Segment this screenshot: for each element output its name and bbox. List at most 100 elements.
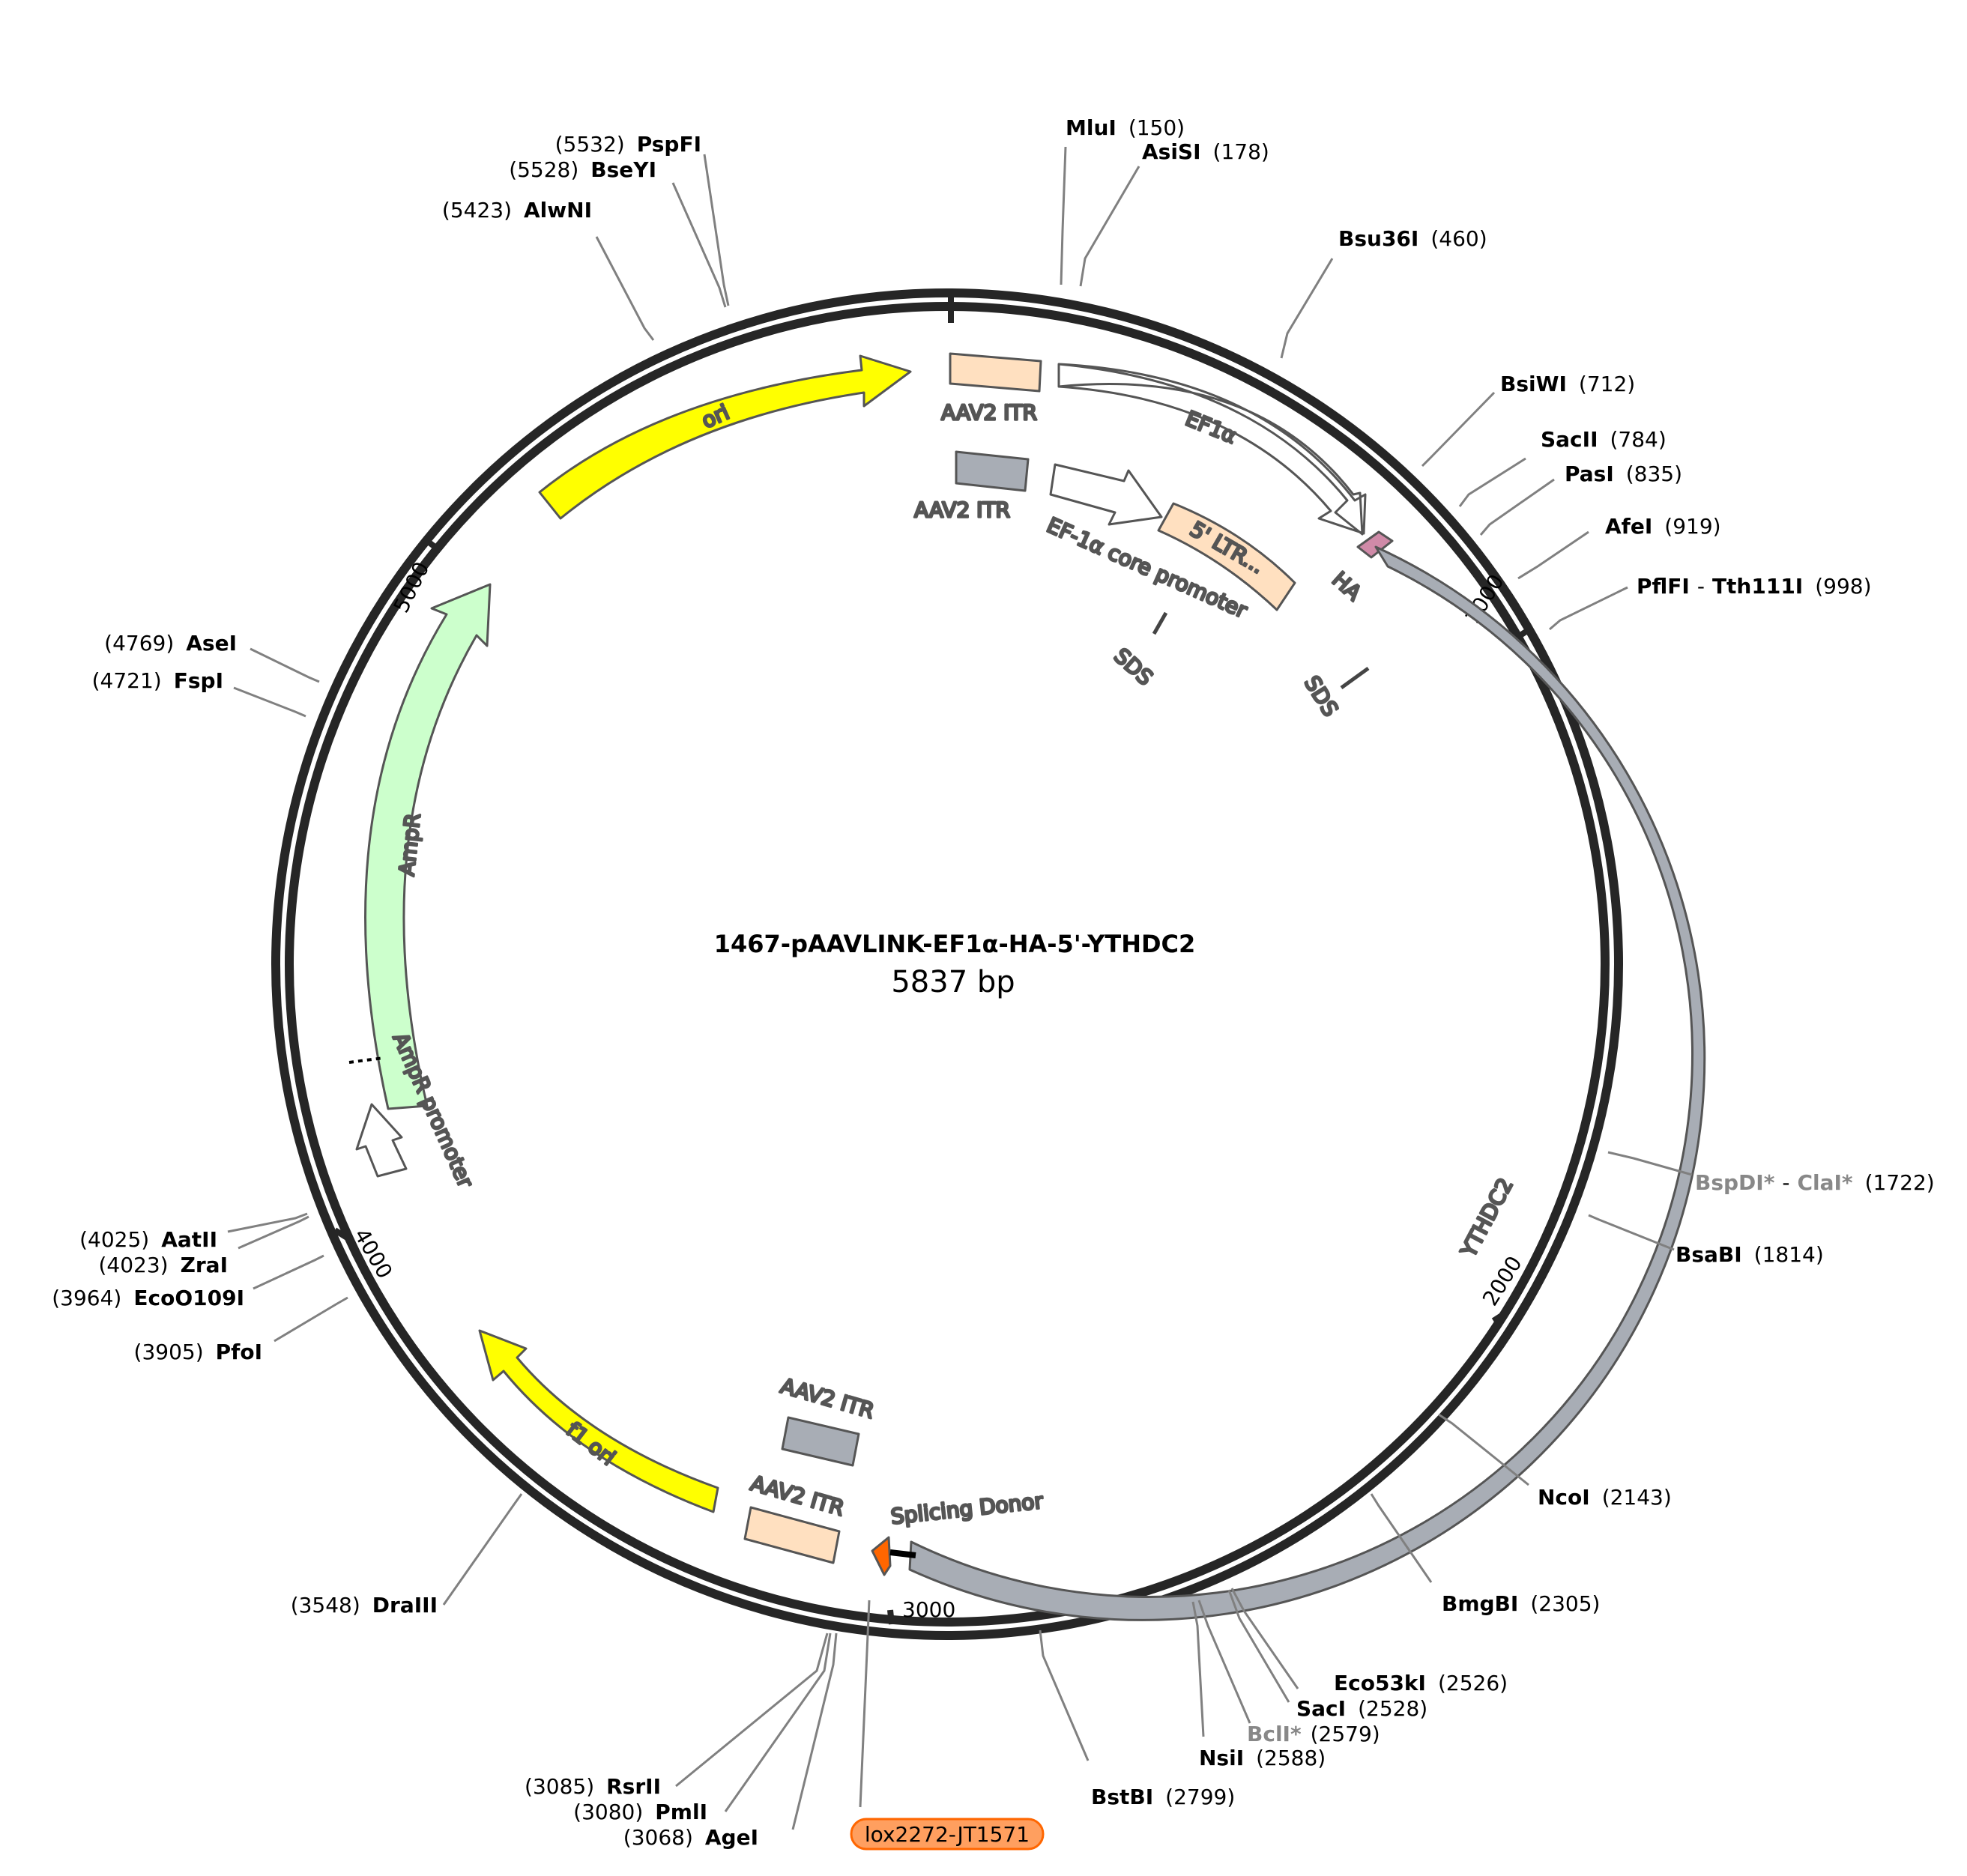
site-pasi[interactable]: PasI(835)	[1565, 462, 1682, 486]
site-nsii[interactable]: NsiI(2588)	[1199, 1746, 1326, 1770]
feature-ori[interactable]	[538, 354, 912, 520]
leader-bsabi	[1588, 1214, 1675, 1251]
site-bsabi[interactable]: BsaBI(1814)	[1676, 1242, 1824, 1267]
site-afei[interactable]: AfeI(919)	[1605, 514, 1721, 539]
site-bspdi-clai[interactable]: BspDI*-ClaI*(1722)	[1695, 1170, 1935, 1195]
leader-afei	[1517, 530, 1589, 580]
site-pspfi[interactable]: (5532)PspFI	[555, 132, 701, 157]
feature-label-aav2-itr-1: AAV2 ITR	[941, 400, 1037, 425]
leader-pspfi	[703, 154, 730, 306]
leader-nsii	[1191, 1601, 1205, 1737]
leader-pasi	[1479, 478, 1555, 536]
site-leaders	[227, 146, 1693, 1830]
leader-bseyi	[671, 182, 727, 308]
leader-zrai	[238, 1215, 309, 1250]
feature-label-sds-1: SDS	[1109, 644, 1158, 691]
lox2272-leader	[859, 1600, 871, 1808]
feature-ef1a-core-promoter[interactable]	[1049, 463, 1163, 526]
feature-label-sds-2: SDS	[1299, 671, 1343, 721]
feature-label-ythdc2: YTHDC2	[1456, 1174, 1518, 1262]
leader-eco53ki	[1230, 1588, 1299, 1689]
site-zrai[interactable]: (4023)ZraI	[98, 1253, 228, 1277]
leader-bstbi	[1039, 1630, 1090, 1761]
leader-alwni	[595, 236, 655, 341]
site-fspi[interactable]: (4721)FspI	[92, 668, 223, 693]
tick-mark-1000	[1518, 625, 1534, 638]
tick-mark-2000	[1491, 1310, 1508, 1324]
leader-asisi	[1079, 166, 1140, 287]
tick-mark-5000	[425, 538, 442, 554]
feature-aav2-itr-top-peach[interactable]	[949, 352, 1042, 393]
site-labels: MluI(150) AsiSI(178) Bsu36I(460) BsiWI(7…	[52, 115, 1934, 1850]
site-bseyi[interactable]: (5528)BseYI	[509, 157, 656, 182]
features: ori AAV2 ITR EF1α AAV2 ITR EF-1α core pr…	[348, 352, 1706, 1622]
feature-f1-ori[interactable]	[478, 1329, 719, 1513]
site-asei[interactable]: (4769)AseI	[104, 631, 237, 656]
feature-splicing-donor[interactable]	[871, 1536, 892, 1576]
site-mlui[interactable]: MluI(150)	[1066, 115, 1185, 140]
site-bstbi[interactable]: BstBI(2799)	[1091, 1785, 1235, 1809]
tick-mark-4000	[333, 1227, 349, 1241]
leader-fspi	[233, 686, 306, 718]
site-sacii[interactable]: SacII(784)	[1541, 427, 1667, 452]
feature-sds-1[interactable]	[1152, 611, 1168, 635]
tick-label-3000: 3000	[902, 1597, 955, 1622]
site-aatii[interactable]: (4025)AatII	[79, 1227, 217, 1252]
leader-draiii	[442, 1493, 523, 1606]
site-draiii[interactable]: (3548)DraIII	[291, 1593, 438, 1618]
leader-pmli	[724, 1633, 832, 1812]
leader-agei	[791, 1633, 838, 1830]
tick-marks	[333, 295, 1534, 1625]
site-pflfi-tth111i[interactable]: PflFI-Tth111I(998)	[1637, 574, 1872, 599]
site-bcli[interactable]: BclI*(2579)	[1247, 1722, 1380, 1746]
feature-5-ltr[interactable]	[1157, 502, 1296, 611]
plasmid-name: 1467-pAAVLINK-EF1α-HA-5'-YTHDC2	[714, 930, 1196, 958]
site-asisi[interactable]: AsiSI(178)	[1142, 139, 1269, 164]
lox2272-badge-shape	[850, 1818, 1045, 1851]
site-bmgbi[interactable]: BmgBI(2305)	[1442, 1591, 1600, 1616]
leader-pfoi	[274, 1296, 348, 1343]
leader-bspdi	[1607, 1151, 1693, 1176]
lox2272-badge[interactable]: lox2272-JT1571	[850, 1818, 1045, 1851]
plasmid-size: 5837 bp	[891, 965, 1015, 999]
tick-mark-3000	[887, 1609, 895, 1625]
leader-pflfi	[1549, 586, 1628, 631]
leader-saci	[1227, 1589, 1290, 1703]
leader-ncoi	[1438, 1413, 1529, 1486]
leader-bcli	[1197, 1600, 1251, 1724]
leader-asei	[250, 647, 320, 683]
feature-aav2-itr-bottom-grey[interactable]	[781, 1416, 860, 1467]
splicing-donor-connector	[889, 1549, 916, 1558]
site-eco0109i[interactable]: (3964)EcoO109I	[52, 1286, 244, 1310]
feature-aav2-itr-bottom-peach[interactable]	[743, 1506, 841, 1564]
leader-aatii	[227, 1212, 308, 1233]
feature-ha[interactable]	[1356, 530, 1394, 559]
feature-aav2-itr-top-grey[interactable]	[955, 450, 1030, 492]
site-pmli[interactable]: (3080)PmlI	[573, 1800, 707, 1824]
leader-eco0109i	[253, 1254, 324, 1290]
leader-bsiwi	[1421, 391, 1496, 468]
feature-ef1a[interactable]	[1057, 363, 1367, 536]
site-pfoi[interactable]: (3905)PfoI	[134, 1340, 262, 1364]
leader-bsu36i	[1280, 258, 1334, 359]
feature-ythdc2[interactable]	[908, 545, 1706, 1622]
site-eco53ki[interactable]: Eco53kI(2526)	[1334, 1671, 1508, 1695]
backbone	[271, 288, 1623, 1640]
leader-bmgbi	[1370, 1493, 1433, 1583]
feature-ampr-promoter[interactable]	[355, 1103, 408, 1178]
tick-labels: 1000 2000 3000 4000 5000	[349, 558, 1527, 1622]
leader-sacii	[1458, 457, 1526, 507]
feature-ampr[interactable]	[364, 583, 492, 1110]
site-rsrii[interactable]: (3085)RsrII	[525, 1774, 661, 1799]
site-ncoi[interactable]: NcoI(2143)	[1538, 1485, 1672, 1510]
site-agei[interactable]: (3068)AgeI	[623, 1825, 758, 1850]
ampr-junction	[348, 1056, 384, 1064]
site-bsu36i[interactable]: Bsu36I(460)	[1338, 226, 1487, 251]
site-alwni[interactable]: (5423)AlwNI	[442, 198, 592, 223]
site-bsiwi[interactable]: BsiWI(712)	[1500, 372, 1635, 396]
feature-label-aav2-itr-3: AAV2 ITR	[778, 1373, 877, 1423]
feature-sds-2[interactable]	[1340, 666, 1370, 690]
site-saci[interactable]: SacI(2528)	[1296, 1696, 1427, 1721]
feature-label-ha: HA	[1327, 567, 1366, 605]
